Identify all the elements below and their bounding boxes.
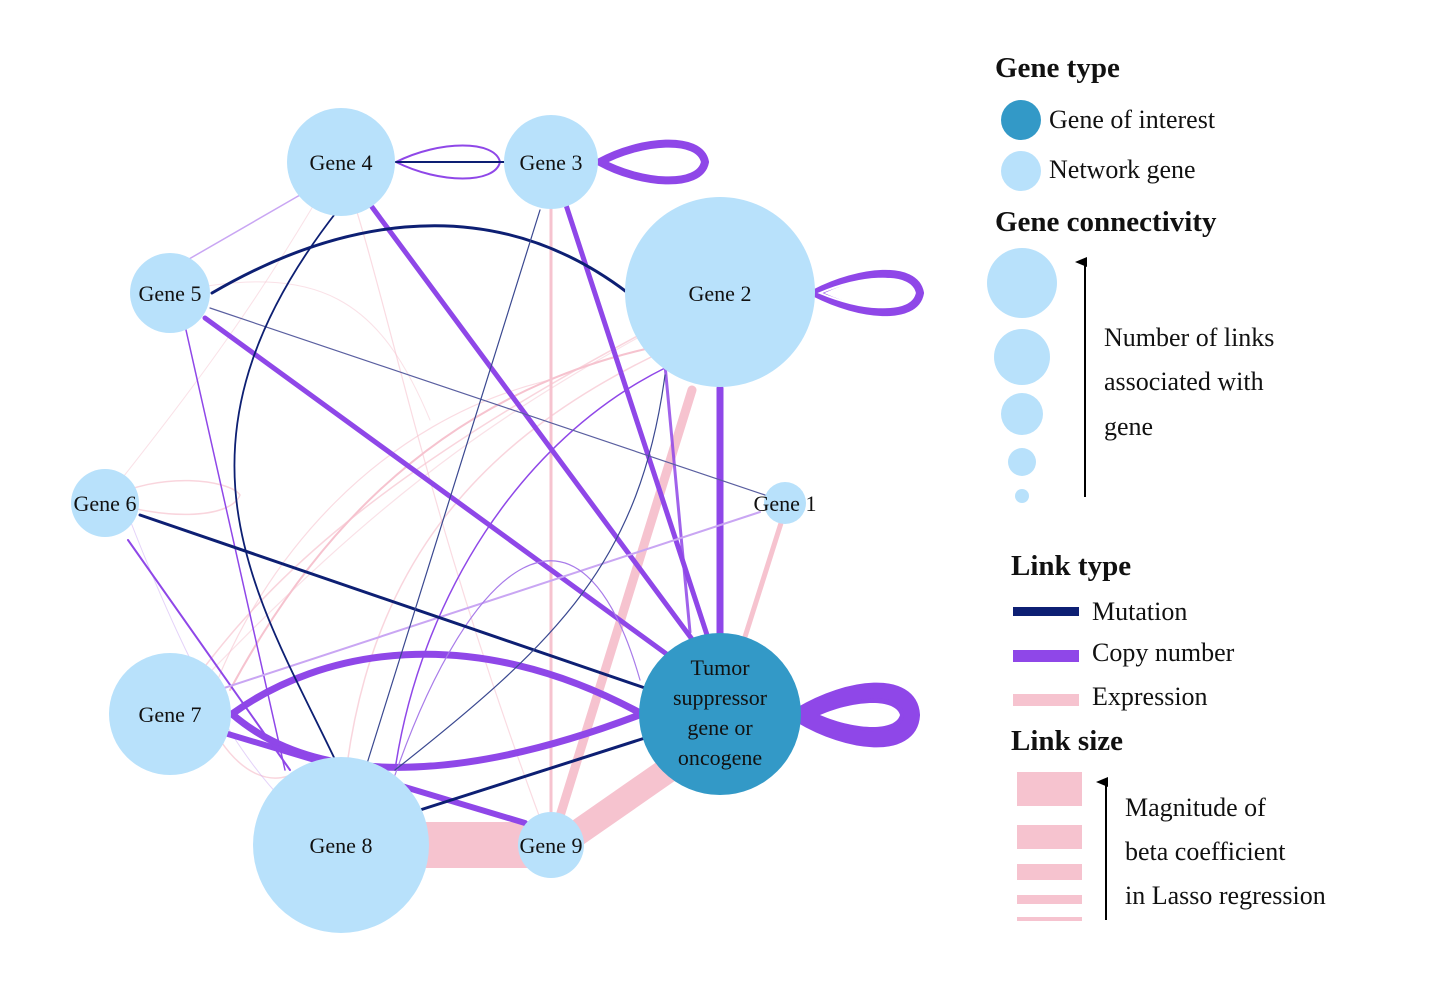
link-expression xyxy=(425,822,535,868)
node-label-gene-6: Gene 6 xyxy=(74,491,137,516)
legend: Gene type Gene of interest Network gene … xyxy=(987,52,1326,921)
legend-gene-connectivity: Gene connectivity Number of links associ… xyxy=(987,206,1274,503)
legend-link-size-desc-1: Magnitude of xyxy=(1125,793,1266,822)
node-label-gene-2: Gene 2 xyxy=(689,281,752,306)
node-gene-1: Gene 1 xyxy=(754,482,817,524)
legend-gene-type: Gene type Gene of interest Network gene xyxy=(995,52,1216,191)
node-gene-8: Gene 8 xyxy=(253,757,429,933)
legend-connectivity-circle xyxy=(994,329,1050,385)
link-mutation xyxy=(418,736,647,812)
legend-connectivity-desc-2: associated with xyxy=(1104,367,1264,396)
link-copy-number xyxy=(663,363,692,634)
link-mutation xyxy=(394,374,666,771)
legend-link-size-bar xyxy=(1017,825,1082,849)
legend-expression-label: Expression xyxy=(1092,682,1208,711)
tsg-label-line-3: gene or xyxy=(687,715,753,740)
link-copy-number xyxy=(394,367,666,771)
node-gene-4: Gene 4 xyxy=(287,108,395,216)
node-gene-of-interest: Tumor suppressor gene or oncogene xyxy=(639,633,801,795)
legend-link-size: Link size Magnitude of beta coefficient … xyxy=(1011,725,1326,921)
node-label-gene-4: Gene 4 xyxy=(310,150,373,175)
node-gene-9: Gene 9 xyxy=(518,812,584,878)
tsg-label-line-2: suppressor xyxy=(673,685,768,710)
legend-connectivity-circle xyxy=(1015,489,1029,503)
legend-gene-of-interest-label: Gene of interest xyxy=(1049,105,1216,134)
link-mutation xyxy=(364,209,541,771)
node-gene-2: Gene 2 xyxy=(625,197,815,387)
link-copy-number xyxy=(817,277,914,309)
link-copy-number xyxy=(394,560,641,776)
link-copy-number xyxy=(169,194,301,271)
legend-gene-of-interest-swatch xyxy=(1001,100,1041,140)
legend-link-size-bar xyxy=(1017,864,1082,880)
legend-connectivity-desc-1: Number of links xyxy=(1104,323,1274,352)
legend-link-type-heading: Link type xyxy=(1011,550,1131,582)
legend-connectivity-heading: Gene connectivity xyxy=(995,206,1217,238)
link-mutation xyxy=(209,307,766,496)
link-copy-number xyxy=(806,269,925,317)
nodes: Gene 4 Gene 3 Gene 5 Gene 2 Gene 6 Gene … xyxy=(71,108,816,933)
legend-link-size-bar xyxy=(1017,917,1082,921)
legend-network-gene-swatch xyxy=(1001,151,1041,191)
link-expression xyxy=(229,347,651,691)
link-faint xyxy=(169,281,431,421)
legend-link-size-heading: Link size xyxy=(1011,725,1123,757)
legend-link-type: Link type Mutation Copy number Expressio… xyxy=(1011,550,1235,711)
links xyxy=(104,139,925,868)
node-label-gene-5: Gene 5 xyxy=(139,281,202,306)
node-label-gene-8: Gene 8 xyxy=(310,833,373,858)
link-faint xyxy=(209,379,551,701)
legend-connectivity-desc-3: gene xyxy=(1104,412,1153,441)
legend-link-size-bar xyxy=(1017,895,1082,904)
legend-connectivity-circle xyxy=(1001,393,1043,435)
legend-copy-number-label: Copy number xyxy=(1092,638,1235,667)
link-copy-number xyxy=(369,204,703,653)
node-label-gene-3: Gene 3 xyxy=(520,150,583,175)
link-faint xyxy=(339,347,671,846)
link-expression xyxy=(741,517,785,643)
legend-copy-number-swatch xyxy=(1013,650,1079,662)
tsg-label-line-4: oncogene xyxy=(678,745,762,770)
link-faint xyxy=(104,479,241,516)
link-copy-number xyxy=(127,539,291,771)
legend-link-size-desc-3: in Lasso regression xyxy=(1125,881,1326,910)
link-copy-number xyxy=(202,315,675,661)
link-copy-number xyxy=(591,139,710,185)
legend-expression-swatch xyxy=(1013,694,1079,706)
node-gene-3: Gene 3 xyxy=(504,115,598,209)
link-copy-number xyxy=(185,329,286,771)
legend-gene-type-heading: Gene type xyxy=(995,52,1120,84)
link-copy-number xyxy=(820,702,900,728)
legend-network-gene-label: Network gene xyxy=(1049,155,1196,184)
node-label-gene-9: Gene 9 xyxy=(520,833,583,858)
node-gene-6: Gene 6 xyxy=(71,469,139,537)
link-expression xyxy=(546,385,697,850)
link-copy-number xyxy=(217,511,761,691)
node-gene-5: Gene 5 xyxy=(130,253,210,333)
link-faint xyxy=(339,159,551,846)
link-mutation xyxy=(233,209,341,771)
link-mutation xyxy=(138,513,647,690)
node-gene-7: Gene 7 xyxy=(109,653,231,775)
link-mutation xyxy=(210,224,630,295)
legend-mutation-swatch xyxy=(1013,607,1079,616)
tsg-label-line-1: Tumor xyxy=(690,655,750,680)
legend-link-size-desc-2: beta coefficient xyxy=(1125,837,1286,866)
legend-connectivity-circle xyxy=(987,248,1057,318)
node-label-gene-7: Gene 7 xyxy=(139,702,202,727)
node-label-gene-1: Gene 1 xyxy=(754,491,817,516)
legend-connectivity-circle xyxy=(1008,448,1036,476)
legend-link-size-bar xyxy=(1017,772,1082,806)
legend-mutation-label: Mutation xyxy=(1092,597,1187,626)
